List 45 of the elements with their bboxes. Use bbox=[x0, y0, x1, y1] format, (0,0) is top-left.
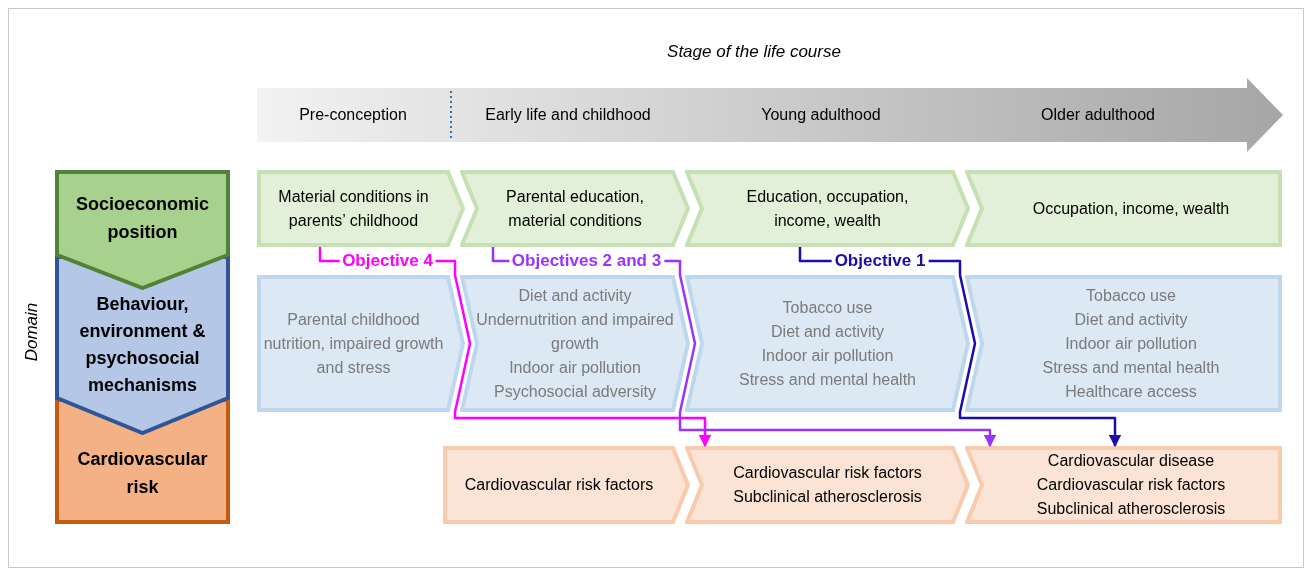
cell-text: Diet and activity bbox=[1074, 309, 1188, 330]
chevron-cell bbox=[443, 446, 690, 524]
chevron-cell bbox=[685, 275, 970, 412]
cell-text: Parental childhood nutrition, impaired growth and stress bbox=[263, 309, 444, 378]
chevron-cell bbox=[257, 170, 465, 247]
stage-label: Pre-conception bbox=[298, 105, 408, 125]
chevron-cell bbox=[685, 170, 970, 247]
cell-text: Stress and mental health bbox=[1042, 357, 1220, 378]
stage-label: Older adulthood bbox=[1040, 105, 1156, 125]
domain-label: Cardiovascular risk bbox=[76, 448, 209, 499]
chevron-cell bbox=[460, 275, 690, 412]
stage-label: Early life and childhood bbox=[484, 105, 652, 125]
chevron-cell bbox=[965, 446, 1282, 524]
cell-text: Subclinical atherosclerosis bbox=[1036, 499, 1226, 519]
cell-text: Stress and mental health bbox=[739, 369, 916, 390]
axis-heading: Stage of the life course bbox=[666, 41, 842, 63]
cell-text: Education, occupation, income, wealth bbox=[745, 186, 910, 231]
cell-text: Tobacco use bbox=[1086, 285, 1176, 306]
cell-text: Indoor air pollution bbox=[1065, 333, 1197, 354]
chevron-cell bbox=[685, 446, 970, 524]
stage-label: Young adulthood bbox=[760, 105, 882, 125]
cell-text: Cardiovascular risk factors bbox=[733, 463, 922, 483]
chevron-cell bbox=[460, 170, 690, 247]
cell-text: Cardiovascular risk factors bbox=[464, 475, 654, 495]
chevron-cell bbox=[965, 170, 1282, 247]
cell-text: Cardiovascular risk factors bbox=[1036, 475, 1226, 495]
cell-text: Diet and activity bbox=[518, 285, 632, 306]
cell-text: Indoor air pollution bbox=[509, 357, 641, 378]
cell-text: Tobacco use bbox=[782, 297, 873, 318]
cell-text: Psychosocial adversity bbox=[494, 381, 656, 402]
timeline-arrow bbox=[257, 78, 1283, 152]
cell-text: Indoor air pollution bbox=[761, 345, 894, 366]
domain-label: Socioeconomic position bbox=[75, 192, 210, 244]
cell-text: Cardiovascular disease bbox=[1047, 451, 1215, 471]
cell-text: Material conditions in parents’ childhood bbox=[277, 186, 430, 231]
chevron-cell bbox=[965, 275, 1282, 412]
axis-heading: Domain bbox=[21, 301, 42, 364]
chevron-cell bbox=[257, 275, 465, 412]
cell-text: Subclinical atherosclerosis bbox=[733, 487, 922, 507]
cell-text: Parental education, material conditions bbox=[505, 186, 645, 231]
cell-text: Diet and activity bbox=[771, 321, 884, 342]
cell-text: Occupation, income, wealth bbox=[1032, 198, 1230, 219]
domain-label: Behaviour, environment & psychosocial mechanisms bbox=[78, 293, 207, 397]
cell-text: Healthcare access bbox=[1065, 381, 1197, 402]
cell-text: Undernutrition and impaired growth bbox=[475, 309, 675, 354]
